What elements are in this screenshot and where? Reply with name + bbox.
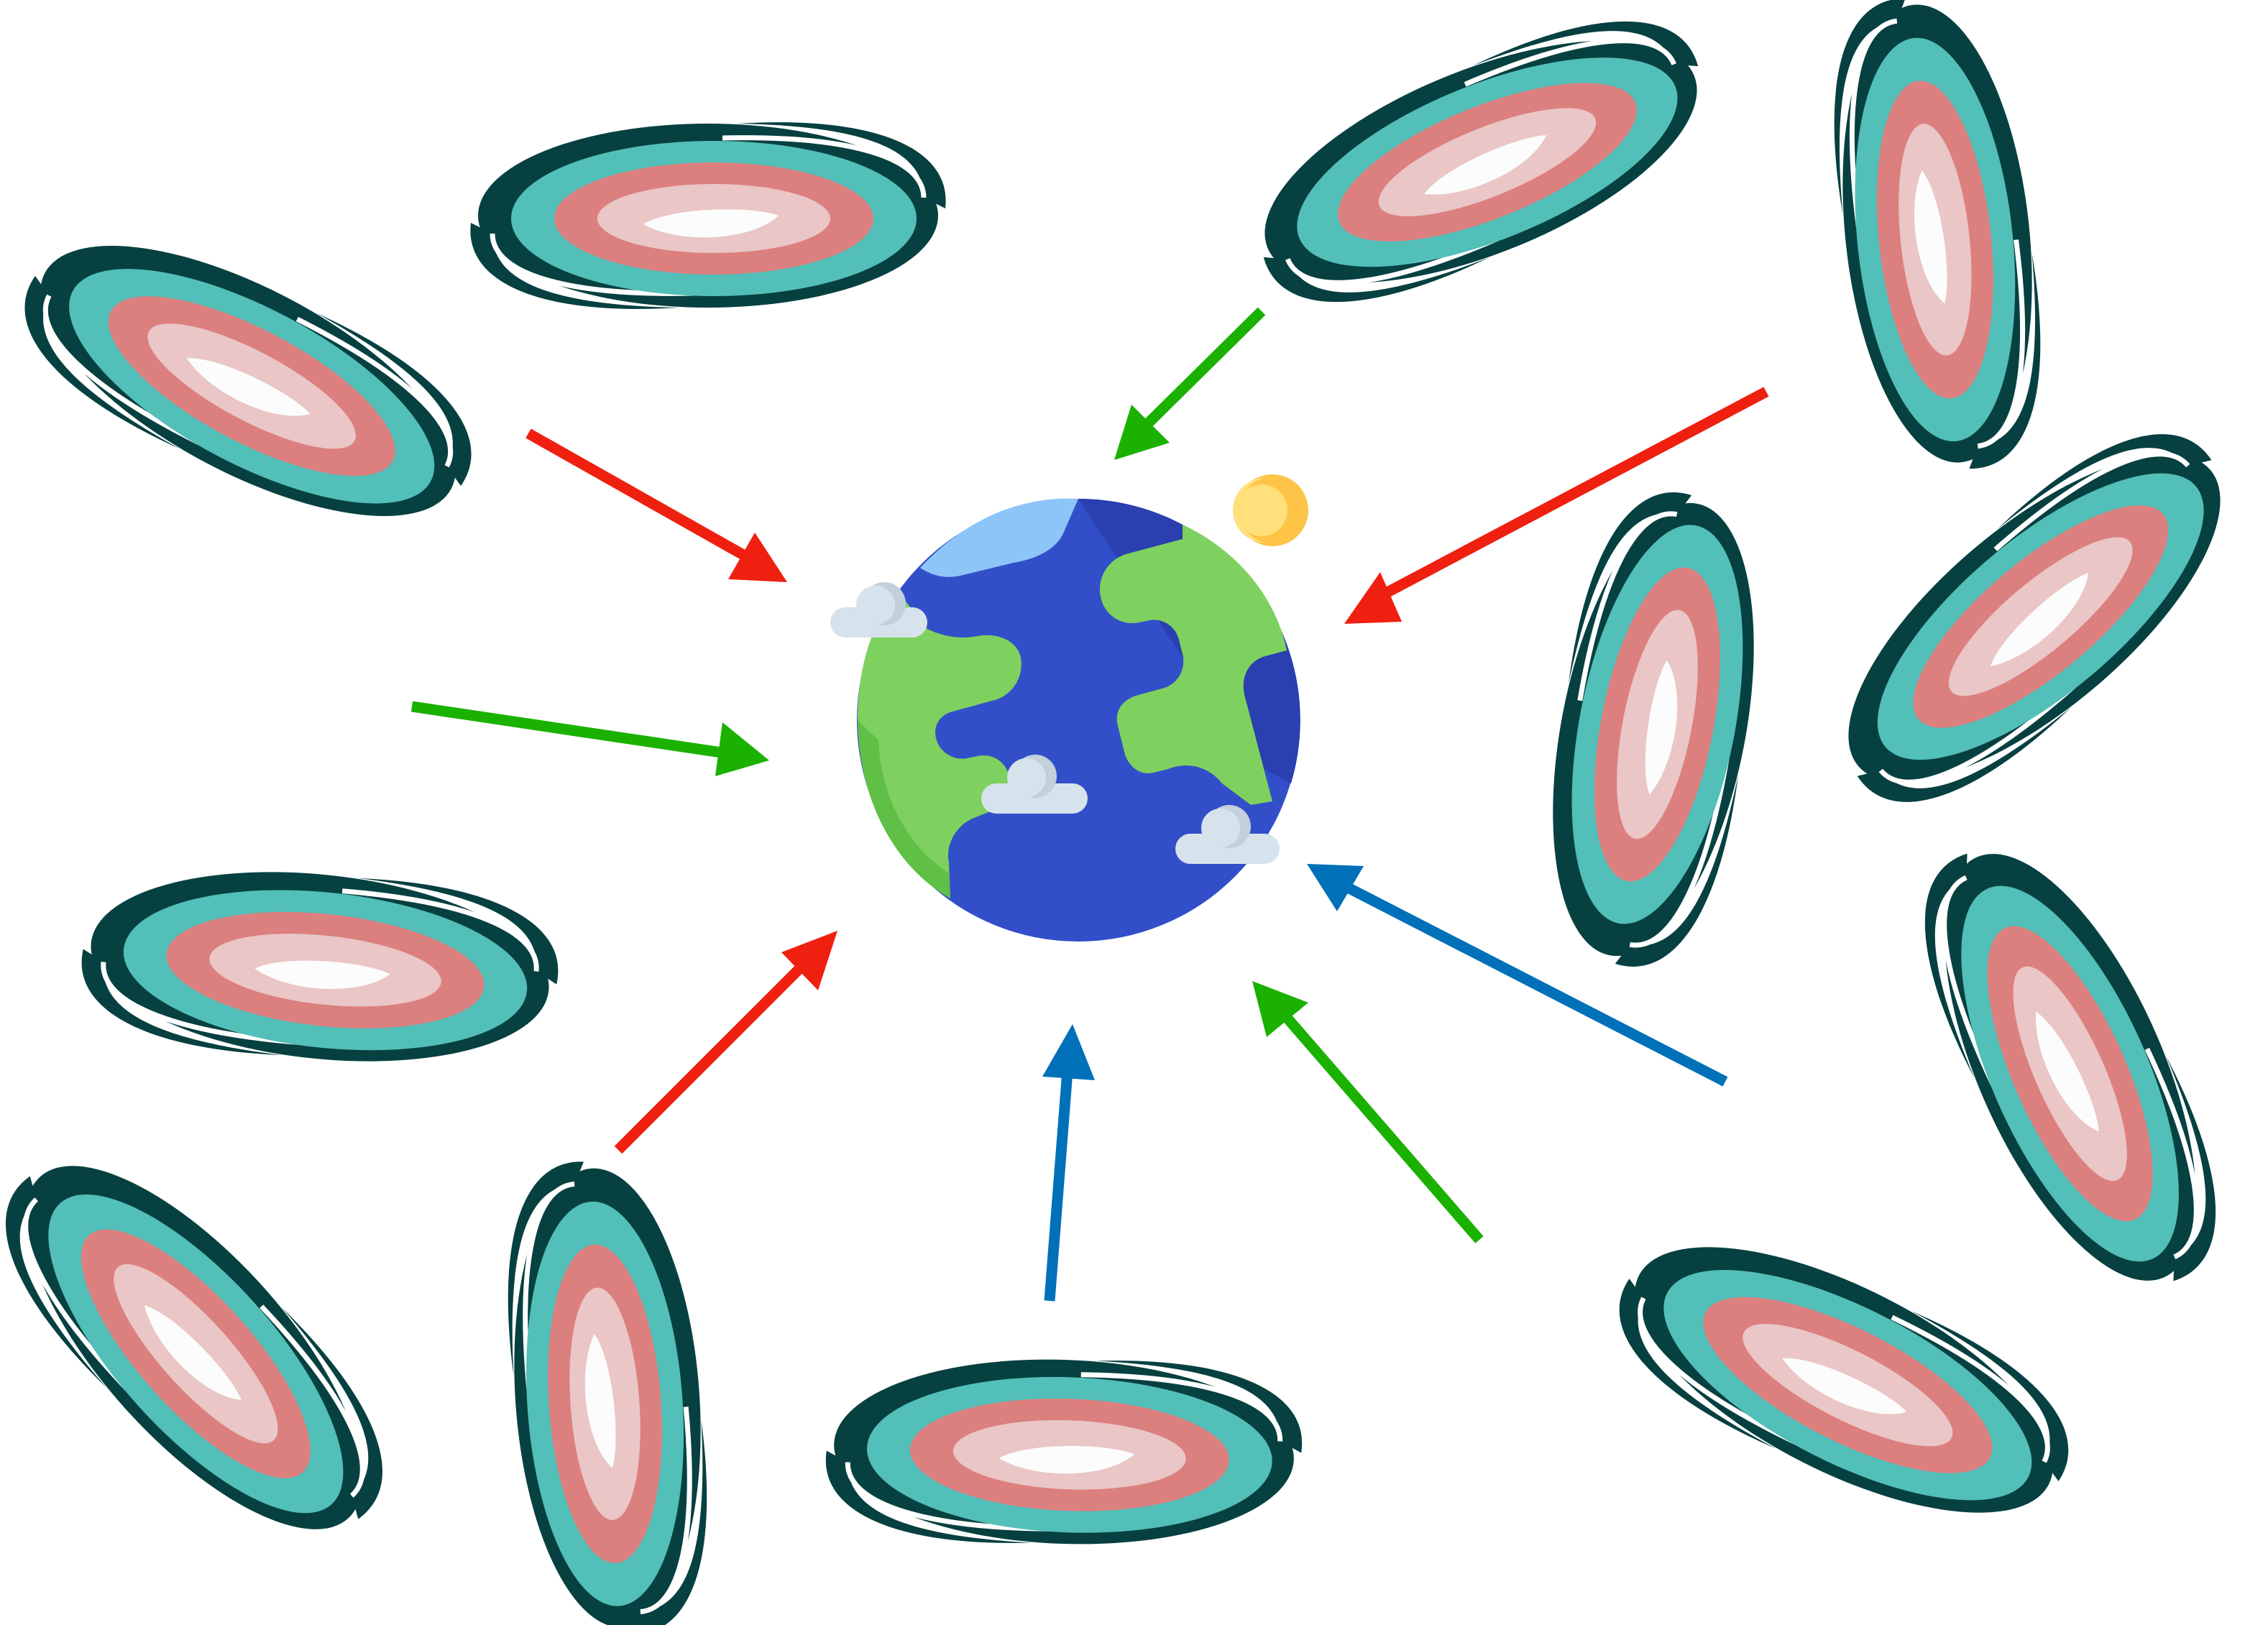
galaxy-icon (470, 122, 945, 309)
arrow-green-left (412, 706, 769, 776)
galaxy-icon (1888, 812, 2252, 1322)
galaxy-icon (1226, 0, 1736, 337)
arrow-blue-bottom (1042, 1024, 1095, 1301)
galaxy-icon (497, 1154, 717, 1625)
galaxy-icon (1516, 479, 1790, 981)
galaxy-icon (1589, 1189, 2098, 1571)
arrow-green-top (1114, 311, 1262, 460)
arrow-green-lower-right (1252, 981, 1479, 1240)
earth-icon (830, 499, 1300, 942)
galaxy-icon (74, 849, 566, 1085)
galaxy-icon (823, 1350, 1305, 1554)
sun-icon (1233, 474, 1308, 546)
galaxy-icon (1819, 0, 2055, 479)
galaxy-icon (1792, 394, 2268, 842)
arrow-red-upper-left (528, 433, 787, 582)
arrow-red-lower-left (618, 931, 837, 1150)
galaxy-icon (0, 187, 502, 575)
galaxy-icon (0, 1108, 423, 1586)
